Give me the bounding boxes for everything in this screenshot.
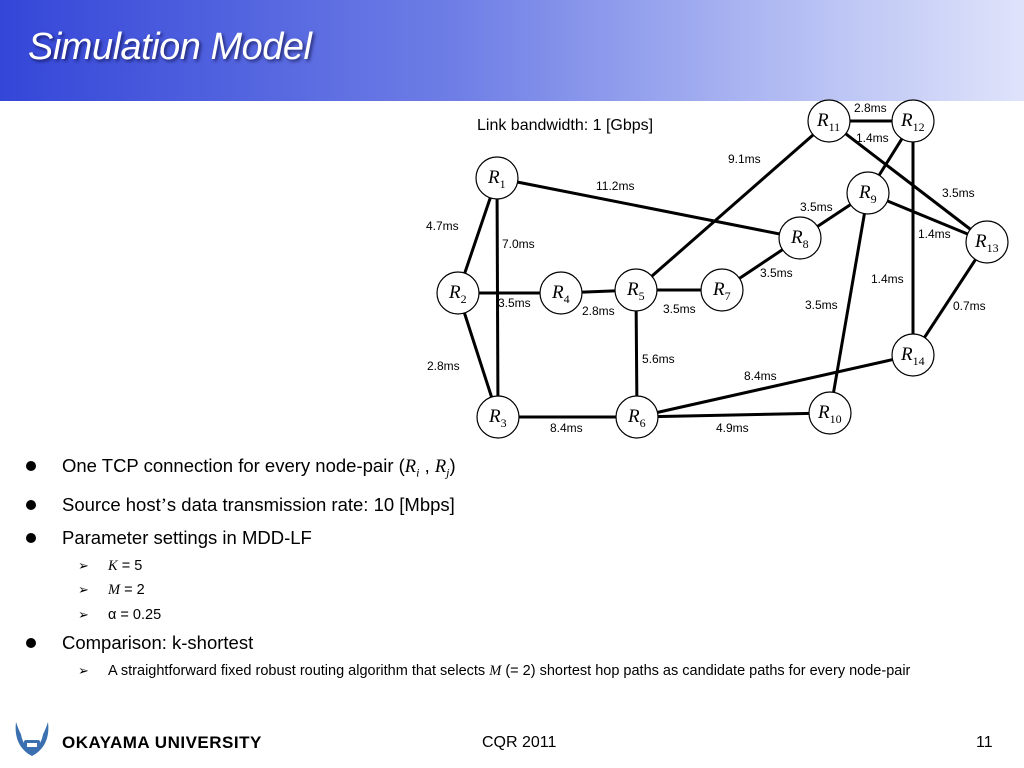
router-label: R7 xyxy=(712,279,731,303)
router-label: R12 xyxy=(900,110,925,134)
bullet-tcp-connection: One TCP connection for every node-pair (… xyxy=(24,450,1004,489)
arrowhead-icon: ➢ xyxy=(78,557,89,573)
link-r6-r10 xyxy=(636,411,831,419)
link-delay-label: 8.4ms xyxy=(550,421,583,435)
bullet-list: One TCP connection for every node-pair (… xyxy=(24,450,1004,683)
bandwidth-label: Link bandwidth: 1 [Gbps] xyxy=(477,117,653,134)
router-node-r1: R1 xyxy=(475,156,519,200)
router-circle xyxy=(808,391,852,435)
link-delay-label: 3.5ms xyxy=(760,266,793,280)
router-label: R1 xyxy=(487,167,506,191)
router-label: R10 xyxy=(817,402,842,426)
bullet-icon xyxy=(26,532,36,543)
link-delay-label: 3.5ms xyxy=(498,296,531,310)
router-circle xyxy=(891,99,935,143)
sub-bullet-k: ➢ K = 5 xyxy=(24,554,1004,579)
link-r1-r8 xyxy=(496,176,801,240)
link-r2-r3 xyxy=(456,292,500,418)
link-delay-label: 3.5ms xyxy=(663,302,696,316)
router-circle xyxy=(807,99,851,143)
conference-label: CQR 2011 xyxy=(482,734,557,751)
router-label: R2 xyxy=(448,282,467,306)
sub-bullet-alpha: ➢ α = 0.25 xyxy=(24,603,1004,628)
router-node-r13: R13 xyxy=(965,220,1009,264)
router-label: R4 xyxy=(551,282,570,306)
bullet-comparison: Comparison: k-shortest xyxy=(24,627,1004,659)
university-name: OKAYAMA UNIVERSITY xyxy=(62,733,262,752)
title-bar xyxy=(0,0,1024,101)
link-delay-label: 1.4ms xyxy=(856,131,889,145)
bullet-icon xyxy=(26,499,36,510)
router-circle xyxy=(476,395,520,439)
router-circle xyxy=(891,333,935,377)
link-delay-label: 3.5ms xyxy=(805,298,838,312)
link-r9-r10 xyxy=(828,192,870,414)
router-circle xyxy=(475,156,519,200)
router-node-r4: R4 xyxy=(539,271,583,315)
link-delay-label: 8.4ms xyxy=(744,369,777,383)
router-label: R14 xyxy=(900,344,925,368)
router-circle xyxy=(615,395,659,439)
bullet-icon xyxy=(26,461,36,471)
router-node-r10: R10 xyxy=(808,391,852,435)
router-node-r3: R3 xyxy=(476,395,520,439)
link-r11-r5 xyxy=(635,119,830,292)
router-node-r9: R9 xyxy=(846,171,890,215)
router-node-r12: R12 xyxy=(891,99,935,143)
router-node-r8: R8 xyxy=(778,216,822,260)
router-label: R3 xyxy=(488,406,507,430)
link-r6-r14 xyxy=(636,353,914,419)
link-delay-label: 3.5ms xyxy=(800,200,833,214)
router-circle xyxy=(700,268,744,312)
link-delay-label: 3.5ms xyxy=(942,186,975,200)
router-circle xyxy=(846,171,890,215)
link-delay-label: 4.7ms xyxy=(426,219,459,233)
arrowhead-icon: ➢ xyxy=(78,606,89,622)
link-delay-label: 2.8ms xyxy=(854,101,887,115)
router-label: R6 xyxy=(627,406,646,430)
sub-bullet-k-shortest-description: ➢ A straightforward fixed robust routing… xyxy=(24,659,1004,683)
link-r11-r13 xyxy=(828,119,988,244)
router-node-r14: R14 xyxy=(891,333,935,377)
link-delay-label: 7.0ms xyxy=(502,237,535,251)
link-delay-label: 2.8ms xyxy=(582,304,615,318)
page-number: 11 xyxy=(976,734,993,751)
arrowhead-icon: ➢ xyxy=(78,582,89,598)
bullet-source-rate: Source host’s data transmission rate: 10… xyxy=(24,489,1004,522)
link-delay-label: 11.2ms xyxy=(596,179,634,193)
router-node-r2: R2 xyxy=(436,271,480,315)
router-circle xyxy=(778,216,822,260)
link-delay-label: 2.8ms xyxy=(427,359,460,373)
bullet-parameter-settings: Parameter settings in MDD-LF xyxy=(24,522,1004,554)
university-emblem-icon xyxy=(15,722,49,756)
arrowhead-icon: ➢ xyxy=(78,663,89,679)
router-circle xyxy=(965,220,1009,264)
router-label: R5 xyxy=(626,279,645,303)
link-r1-r3 xyxy=(495,177,500,418)
router-circle xyxy=(614,268,658,312)
router-circle xyxy=(436,271,480,315)
bullet-icon xyxy=(26,638,36,649)
router-node-r5: R5 xyxy=(614,268,658,312)
link-r13-r14 xyxy=(911,241,989,356)
router-node-r6: R6 xyxy=(615,395,659,439)
router-label: R13 xyxy=(974,231,999,255)
link-delay-label: 4.9ms xyxy=(716,421,749,435)
router-circle xyxy=(539,271,583,315)
link-delay-label: 1.4ms xyxy=(871,272,904,286)
router-node-r11: R11 xyxy=(807,99,851,143)
router-label: R8 xyxy=(790,227,809,251)
link-delay-label: 9.1ms xyxy=(728,152,761,166)
router-label: R11 xyxy=(816,110,840,134)
link-delay-label: 5.6ms xyxy=(642,352,675,366)
router-node-r7: R7 xyxy=(700,268,744,312)
link-delay-label: 0.7ms xyxy=(953,299,986,313)
link-delay-label: 1.4ms xyxy=(918,227,951,241)
sub-bullet-m: ➢ M = 2 xyxy=(24,578,1004,603)
router-label: R9 xyxy=(858,182,877,206)
slide-title: Simulation Model xyxy=(28,26,312,68)
